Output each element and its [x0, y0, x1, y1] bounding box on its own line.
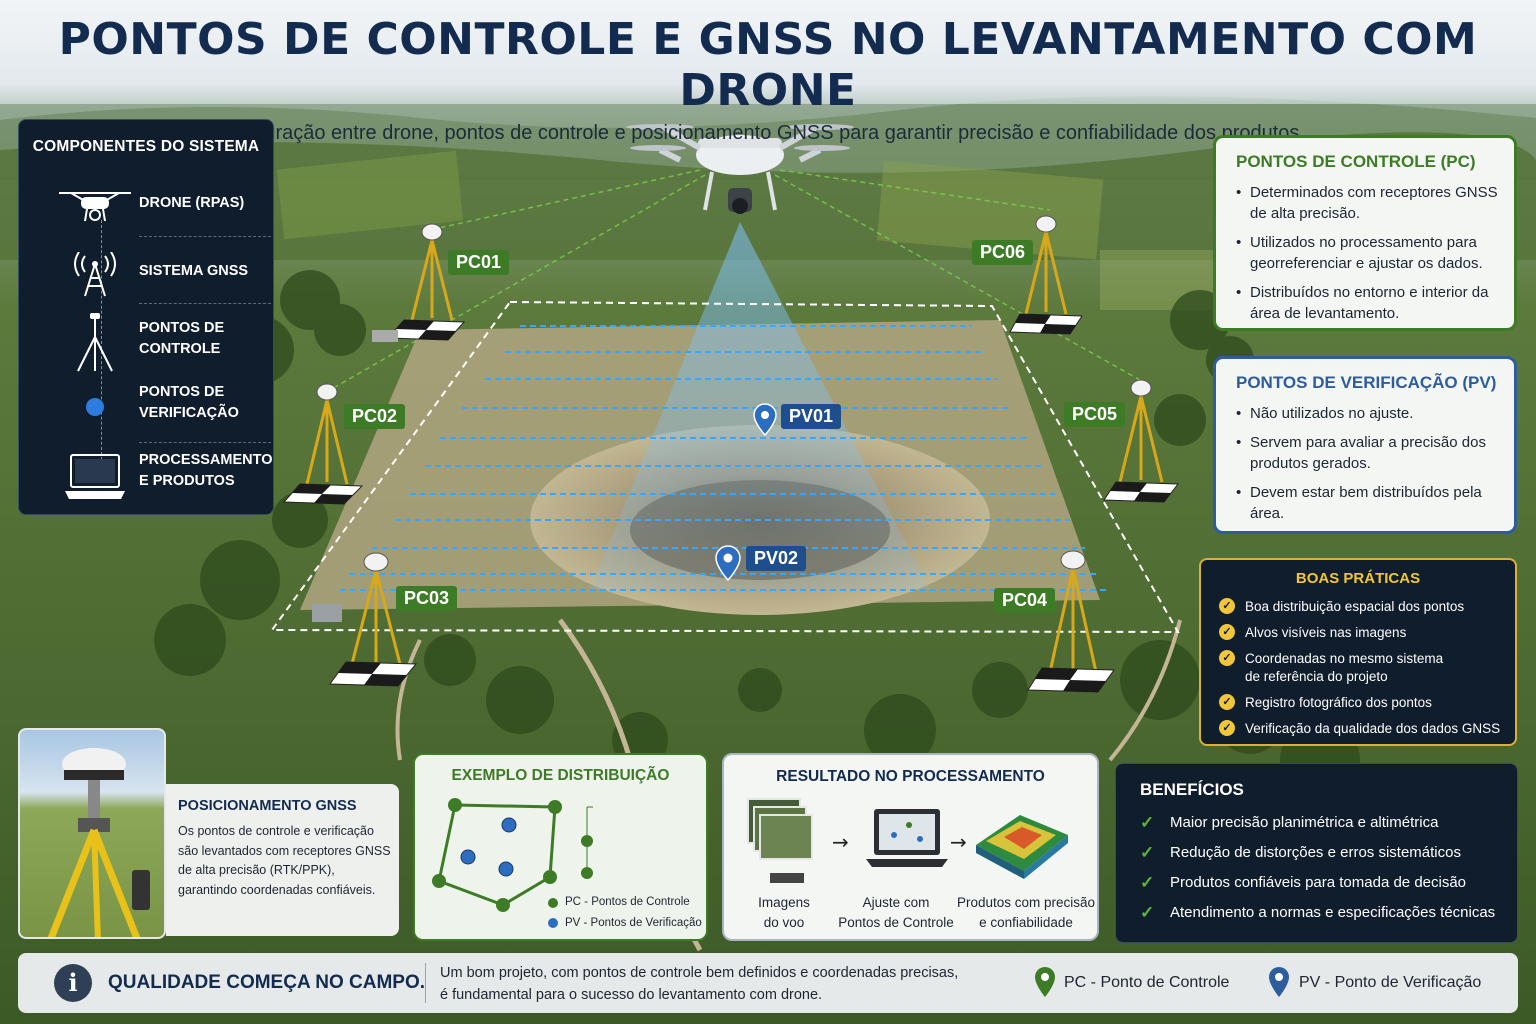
marker-pc04: PC04	[994, 588, 1056, 613]
best-practice-item: Verificação da qualidade dos dados GNSS	[1245, 721, 1501, 736]
pc-box-title: PONTOS DE CONTROLE (PC)	[1236, 152, 1476, 171]
pv-item: Devem estar bem distribuídos pela área.	[1236, 482, 1506, 524]
component-pv-label-1: PONTOS DE	[139, 384, 225, 400]
pv-info-box: PONTOS DE VERIFICAÇÃO (PV) Não utilizado…	[1213, 356, 1517, 534]
marker-pc06: PC06	[972, 240, 1034, 265]
pv-box-title: PONTOS DE VERIFICAÇÃO (PV)	[1236, 373, 1497, 392]
check-icon: ✓	[1219, 720, 1235, 736]
pc-item: Determinados com receptores GNSS de alta…	[1236, 182, 1506, 224]
best-practice-item: Coordenadas no mesmo sistema	[1245, 651, 1444, 666]
laptop-icon	[866, 809, 948, 867]
gnss-card-title: POSICIONAMENTO GNSS	[178, 798, 357, 814]
gnss-antenna-icon	[51, 250, 139, 300]
processing-step2-l1: Ajuste com	[862, 895, 930, 910]
components-panel: COMPONENTES DO SISTEMA DRONE (RPAS) SIST…	[18, 119, 274, 515]
header: PONTOS DE CONTROLE E GNSS NO LEVANTAMENT…	[0, 0, 1536, 144]
processing-title: RESULTADO NO PROCESSAMENTO	[776, 768, 1045, 785]
check-icon: ✓	[1219, 624, 1235, 640]
footer-text-line2: é fundamental para o sucesso do levantam…	[440, 987, 823, 1003]
component-pv-label-2: VERIFICAÇÃO	[139, 405, 239, 421]
gnss-card-text: Os pontos de controle e verificação são …	[178, 824, 391, 897]
page-title: PONTOS DE CONTROLE E GNSS NO LEVANTAMENT…	[58, 14, 1478, 116]
check-icon: ✓	[1140, 843, 1155, 862]
best-practices-title: BOAS PRÁTICAS	[1295, 570, 1421, 587]
processing-panel: RESULTADO NO PROCESSAMENTO → → Imagens d…	[722, 753, 1099, 941]
pc-item: Utilizados no processamento para georref…	[1236, 232, 1506, 274]
components-title: COMPONENTES DO SISTEMA	[32, 138, 260, 155]
distribution-title: EXEMPLO DE DISTRIBUIÇÃO	[451, 767, 670, 784]
gnss-card: POSICIONAMENTO GNSS Os pontos de control…	[166, 784, 399, 936]
footer-headline: QUALIDADE COMEÇA NO CAMPO.	[108, 972, 426, 993]
marker-pc01: PC01	[448, 250, 510, 275]
check-icon: ✓	[1140, 873, 1155, 892]
3d-model-icon	[976, 815, 1068, 879]
arrow-icon: →	[832, 830, 849, 854]
footer-legend-pv: PV - Ponto de Verificação	[1299, 974, 1482, 991]
check-icon: ✓	[1219, 650, 1235, 666]
component-drone-label: DRONE (RPAS)	[139, 195, 245, 211]
benefit-item: Atendimento a normas e especificações té…	[1170, 904, 1496, 921]
pv-item: Servem para avaliar a precisão dos produ…	[1236, 432, 1506, 474]
drone-icon	[626, 124, 854, 214]
best-practices-panel: BOAS PRÁTICAS ✓ Boa distribuição espacial…	[1199, 558, 1517, 746]
processing-diagram: → →	[747, 798, 1068, 883]
arrow-icon: →	[950, 830, 967, 854]
pc-pin-icon	[1035, 967, 1055, 997]
check-icon: ✓	[1140, 903, 1155, 922]
check-icon: ✓	[1219, 694, 1235, 710]
marker-pv02: PV02	[746, 546, 807, 571]
footer-text-line1: Um bom projeto, com pontos de controle b…	[440, 965, 959, 981]
pv-pin-icon	[1269, 967, 1289, 997]
benefit-item: Maior precisão planimétrica e altimétric…	[1170, 814, 1439, 831]
processing-step2-l2: Pontos de Controle	[838, 915, 954, 930]
component-proc-label-2: E PRODUTOS	[139, 473, 235, 489]
component-gnss-label: SISTEMA GNSS	[139, 263, 249, 279]
processing-step3-l1: Produtos com precisão	[956, 895, 1096, 910]
marker-pc05: PC05	[1064, 402, 1126, 427]
best-practice-item-cont: de referência do projeto	[1245, 669, 1388, 684]
component-pc-label-2: CONTROLE	[139, 341, 221, 357]
flight-images-icon	[747, 798, 813, 883]
distribution-legend-pc: PC - Pontos de Controle	[565, 896, 690, 908]
pc-item: Distribuídos no entorno e interior da ár…	[1236, 282, 1506, 324]
distribution-diagram	[432, 798, 593, 928]
check-icon: ✓	[1140, 813, 1155, 832]
processing-step1-l2: do voo	[763, 915, 805, 930]
page-subtitle: Integração entre drone, pontos de contro…	[230, 122, 1305, 144]
benefit-item: Redução de distorções e erros sistemátic…	[1170, 844, 1461, 861]
distribution-legend-pv: PV - Pontos de Verificação	[565, 917, 702, 929]
best-practice-item: Boa distribuição espacial dos pontos	[1245, 599, 1465, 614]
component-proc-label-1: PROCESSAMENTO	[139, 452, 273, 468]
marker-pc02: PC02	[344, 404, 406, 429]
marker-pv01: PV01	[781, 404, 842, 429]
check-icon: ✓	[1219, 598, 1235, 614]
processing-step1-l1: Imagens	[758, 895, 810, 910]
marker-pc03: PC03	[396, 586, 458, 611]
tripod-icon	[51, 313, 139, 372]
info-icon: i	[54, 964, 92, 1002]
component-pc-label-1: PONTOS DE	[139, 320, 225, 336]
best-practice-item: Alvos visíveis nas imagens	[1245, 625, 1407, 640]
benefits-panel: BENEFÍCIOS ✓ Maior precisão planimétrica …	[1115, 763, 1518, 943]
distribution-panel: EXEMPLO DE DISTRIBUIÇÃO PC - Pontos de C…	[413, 753, 708, 941]
pv-item: Não utilizados no ajuste.	[1236, 403, 1506, 424]
verification-dot-icon	[51, 382, 139, 432]
footer-bar: i QUALIDADE COMEÇA NO CAMPO. Um bom proj…	[18, 953, 1518, 1013]
processing-step3-l2: e confiabilidade	[979, 915, 1073, 930]
gnss-receiver-photo	[18, 728, 166, 939]
pin-icon	[715, 403, 777, 582]
pc-info-box: PONTOS DE CONTROLE (PC) Determinados com…	[1213, 135, 1517, 331]
benefits-title: BENEFÍCIOS	[1140, 780, 1244, 799]
footer-divider	[425, 963, 426, 1003]
laptop-icon	[51, 452, 139, 502]
benefit-item: Produtos confiáveis para tomada de decis…	[1170, 874, 1467, 891]
drone-icon	[51, 182, 139, 232]
footer-legend-pc: PC - Ponto de Controle	[1064, 974, 1230, 991]
best-practice-item: Registro fotográfico dos pontos	[1245, 695, 1432, 710]
